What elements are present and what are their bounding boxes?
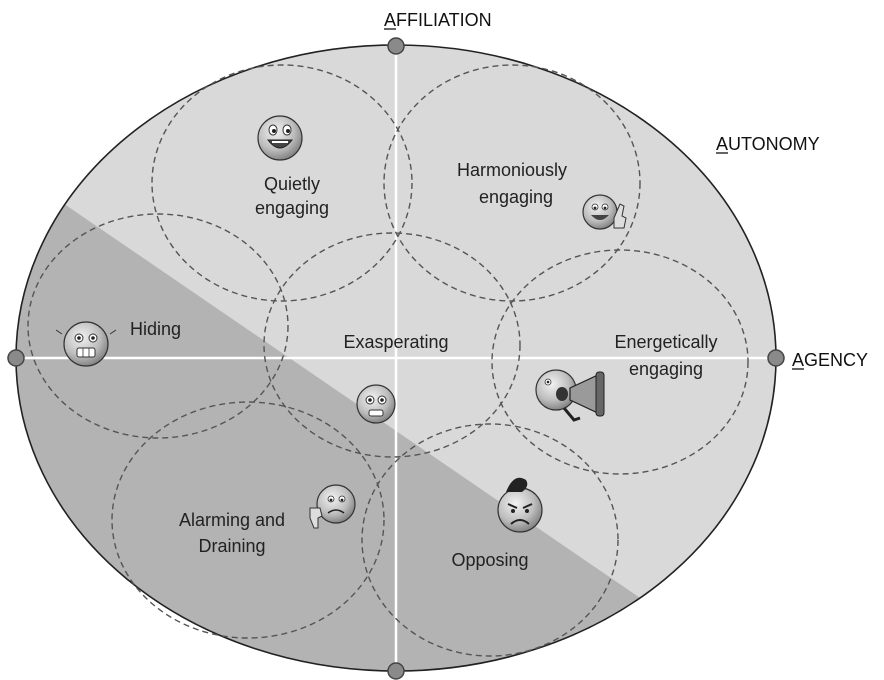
zone-circles (27, 64, 749, 657)
knob-top (387, 37, 405, 55)
label-harmoniously-1: Harmoniously (457, 160, 567, 180)
axis-label-autonomy: AUTONOMY (716, 134, 820, 154)
knob-left (7, 349, 25, 367)
label-quietly-2: engaging (255, 198, 329, 218)
zone-circle-quietly (151, 64, 413, 302)
label-opposing: Opposing (451, 550, 528, 570)
zone-circle-alarming (111, 401, 385, 639)
knob-bottom (387, 662, 405, 680)
label-harmoniously-2: engaging (479, 187, 553, 207)
zone-circle-energetically (491, 249, 749, 475)
worried-face-icon (356, 384, 396, 424)
angry-face-icon (497, 477, 543, 533)
zone-circle-opposing (361, 423, 619, 657)
zone-circle-hiding (27, 213, 289, 439)
label-alarming-1: Alarming and (179, 510, 285, 530)
label-alarming-2: Draining (198, 536, 265, 556)
knob-right (767, 349, 785, 367)
zone-circle-exasperating (263, 232, 521, 458)
label-quietly-1: Quietly (264, 174, 320, 194)
smiling-face-icon (257, 115, 303, 161)
megaphone-face-icon (535, 369, 605, 422)
thumbs-up-face-icon (582, 194, 627, 230)
label-hiding: Hiding (130, 319, 181, 339)
label-energetically-1: Energetically (614, 332, 717, 352)
axis-label-affiliation: AFFILIATION (384, 10, 492, 30)
scared-face-icon (55, 321, 117, 367)
label-exasperating: Exasperating (343, 332, 448, 352)
thumbs-down-face-icon (309, 484, 356, 529)
label-energetically-2: engaging (629, 359, 703, 379)
axis-label-agency: AGENCY (792, 350, 868, 370)
